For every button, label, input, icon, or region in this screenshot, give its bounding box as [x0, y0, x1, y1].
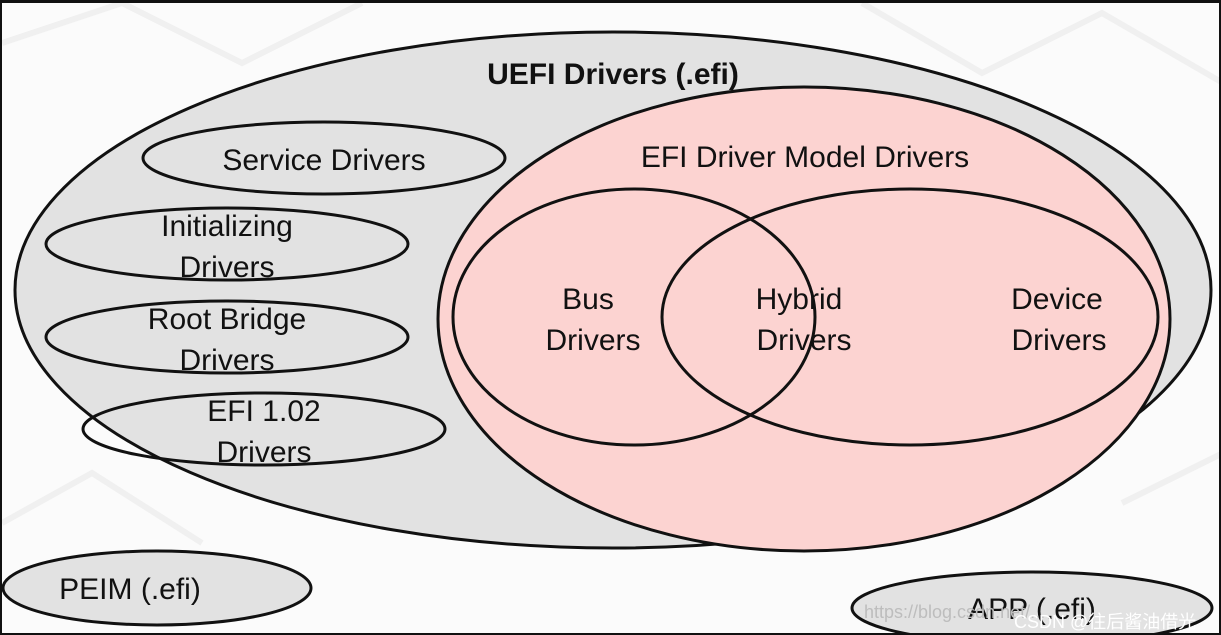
bus-drivers-line1: Bus — [562, 283, 614, 316]
device-drivers-ellipse — [660, 187, 1160, 447]
device-drivers-line1: Device — [1011, 283, 1103, 316]
efi-driver-model-title: EFI Driver Model Drivers — [641, 141, 969, 174]
uefi-drivers-title: UEFI Drivers (.efi) — [487, 58, 739, 91]
efi102-label-line2: Drivers — [217, 436, 312, 469]
bus-drivers-line2: Drivers — [546, 324, 641, 357]
service-drivers-ellipse — [141, 120, 507, 196]
initializing-label-line1: Initializing — [161, 210, 293, 243]
hybrid-drivers-line2: Drivers — [757, 324, 852, 357]
root-bridge-label-line2: Drivers — [180, 344, 275, 377]
hybrid-drivers-line1: Hybrid — [756, 283, 843, 316]
uefi-driver-diagram: UEFI Drivers (.efi) EFI Driver Model Dri… — [2, 3, 1219, 633]
service-drivers-label: Service Drivers — [222, 144, 425, 177]
initializing-label-line2: Drivers — [180, 251, 275, 284]
peim-label: PEIM (.efi) — [59, 573, 201, 606]
app-label: APP (.efi) — [968, 593, 1096, 626]
watermark-url: https://blog.csdn.net/... — [864, 602, 1045, 622]
peim-ellipse — [2, 549, 313, 627]
device-drivers-line2: Drivers — [1012, 324, 1107, 357]
efi102-label-line1: EFI 1.02 — [207, 395, 320, 428]
background-pattern — [2, 3, 1219, 546]
bus-drivers-ellipse — [451, 187, 817, 447]
efi-driver-model-ellipse — [436, 85, 1172, 553]
app-ellipse — [850, 570, 1214, 633]
initializing-drivers-ellipse — [44, 206, 410, 282]
efi102-drivers-ellipse — [81, 391, 447, 467]
root-bridge-label-line1: Root Bridge — [148, 303, 306, 336]
root-bridge-drivers-ellipse — [44, 299, 410, 375]
watermark-credit: CSDN @往后酱油借光 — [1014, 612, 1196, 632]
